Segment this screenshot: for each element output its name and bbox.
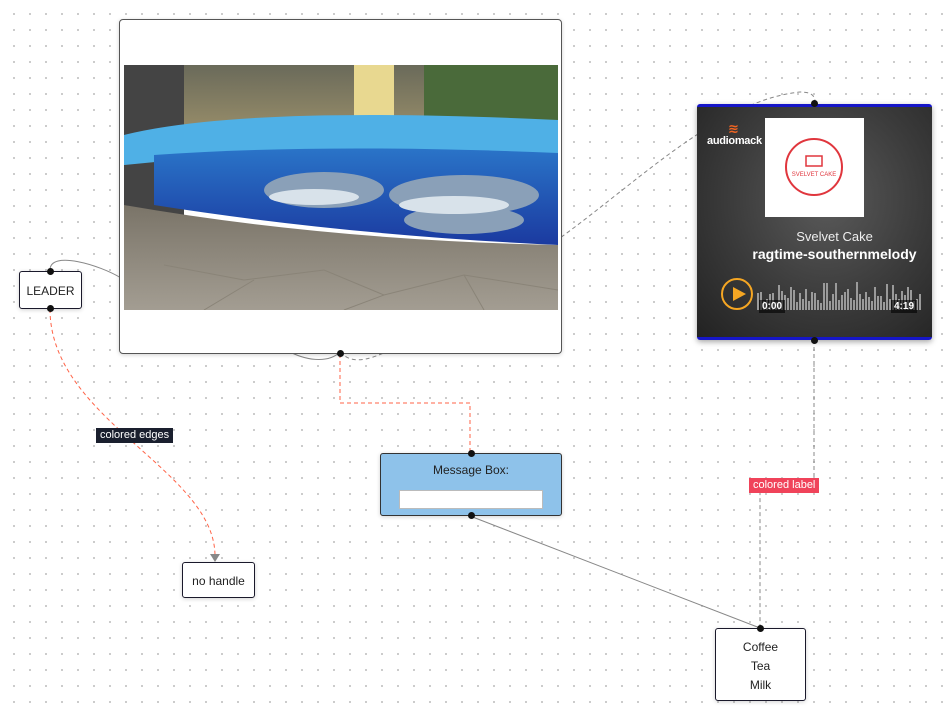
track-title: ragtime-southernmelody [752, 246, 917, 262]
message-box-title: Message Box: [432, 463, 510, 477]
waveform-bar [817, 300, 819, 310]
waveform-bar [829, 301, 831, 310]
waveform-bar [892, 285, 894, 310]
waveform-bar [847, 289, 849, 310]
waveform-bar [844, 292, 846, 310]
album-cover[interactable]: SVELVET CAKE [765, 118, 864, 217]
no-handle-label: no handle [192, 574, 245, 588]
message-box-node[interactable]: Message Box: [380, 450, 562, 519]
waveform-bar [889, 299, 891, 310]
edge-label-colored-label: colored label [749, 478, 820, 493]
waveform-bar [886, 284, 888, 310]
waveform-bar [874, 287, 876, 310]
waveform-bar [820, 303, 822, 310]
edge-label-colored-edges: colored edges [96, 428, 174, 443]
waveform-bar [805, 289, 807, 310]
waveform-bar [862, 299, 864, 310]
waveform-bar [859, 294, 861, 310]
dolphins-video-icon[interactable] [124, 65, 558, 310]
waveform-bar [778, 285, 780, 310]
waveform-bar [865, 292, 867, 310]
waveform-bar [907, 287, 909, 310]
leader-label: LEADER [26, 284, 75, 298]
waveform-bar [871, 301, 873, 310]
drinks-item: Tea [750, 659, 771, 673]
waveform-bar [802, 299, 804, 310]
audio-bottom-handle[interactable] [811, 337, 818, 344]
waveform-progress[interactable] [757, 278, 923, 314]
edge-message-drinks[interactable] [469, 515, 761, 629]
waveform-bar [883, 302, 885, 310]
waveform-bar [757, 293, 759, 310]
drinks-item: Milk [749, 678, 772, 692]
waveform-bar [919, 294, 921, 310]
waveform-bar [853, 300, 855, 310]
no-handle-node[interactable]: no handle [182, 562, 255, 598]
leader-top-handle[interactable] [47, 268, 54, 275]
leader-node[interactable]: LEADER [19, 268, 82, 312]
cover-text: SVELVET CAKE [792, 172, 836, 178]
audio-player-node[interactable]: ≋ audiomack SVELVET CAKE Svelvet Cake ra… [697, 100, 932, 344]
edge-arrow-nohandle [210, 554, 220, 562]
video-node[interactable] [119, 19, 562, 357]
waveform-bar [811, 292, 813, 310]
message-bottom-handle[interactable] [468, 512, 475, 519]
total-time: 4:19 [891, 300, 918, 313]
drinks-item: Coffee [742, 640, 779, 654]
play-button[interactable] [721, 278, 753, 310]
audiomack-brand: audiomack [707, 135, 762, 147]
artist-name: Svelvet Cake [796, 229, 873, 244]
waveform-bar [790, 287, 792, 310]
waveform-bar [826, 283, 828, 310]
waveform-bar [877, 296, 879, 310]
video-bottom-handle[interactable] [337, 350, 344, 357]
waveform-bar [799, 293, 801, 310]
leader-bottom-handle[interactable] [47, 305, 54, 312]
waveform-bar [850, 298, 852, 310]
waveform-bar [793, 290, 795, 310]
waveform-bar [832, 294, 834, 310]
waveform-bar [787, 298, 789, 310]
message-input[interactable] [399, 490, 543, 509]
waveform-bar [823, 283, 825, 310]
drinks-top-handle[interactable] [757, 625, 764, 632]
waveform-bar [868, 297, 870, 310]
album-cover-art: SVELVET CAKE [785, 138, 843, 196]
waveform-bar [808, 301, 810, 310]
waveform-bar [835, 283, 837, 310]
waveform-bar [838, 300, 840, 310]
waveform-bar [796, 302, 798, 310]
current-time: 0:00 [759, 300, 786, 313]
drinks-node[interactable]: Coffee Tea Milk [715, 625, 806, 701]
audio-top-handle[interactable] [811, 100, 818, 107]
message-top-handle[interactable] [468, 450, 475, 457]
waveform-bar [856, 282, 858, 310]
waveform-bar [880, 296, 882, 310]
waveform-bar [814, 293, 816, 310]
waveform-bar [841, 295, 843, 310]
audiomack-logo-icon: ≋ [728, 121, 739, 136]
video-frame-art [124, 65, 558, 310]
edge-video-message[interactable] [339, 354, 471, 452]
